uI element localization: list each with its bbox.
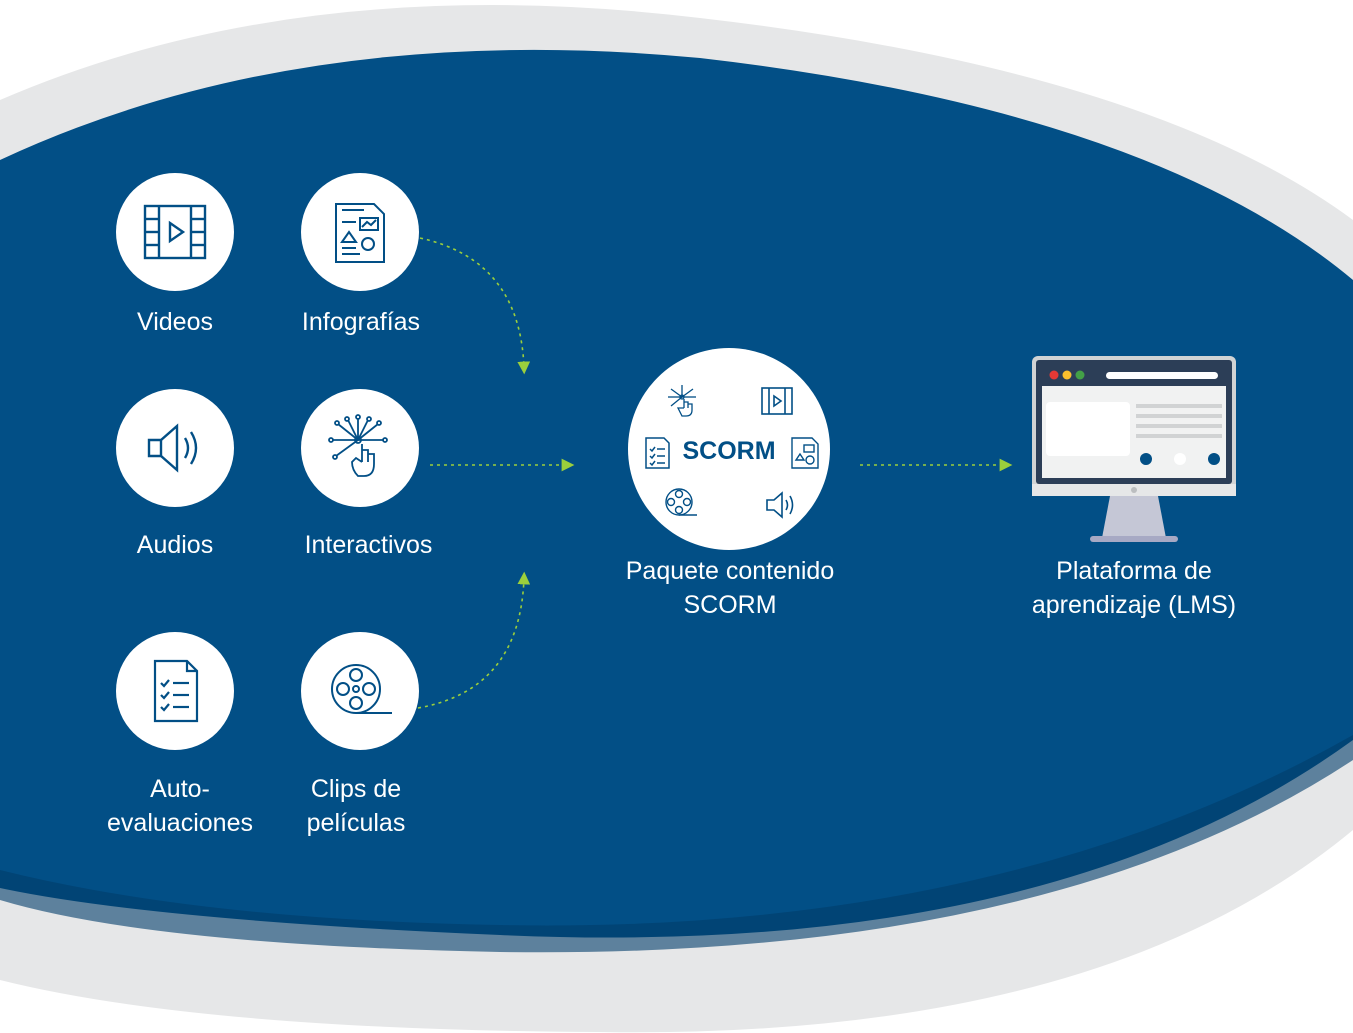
monitor-icon <box>1032 356 1236 542</box>
scorm-video-film-icon <box>761 387 793 415</box>
audios-node <box>116 389 234 507</box>
film-reel-icon <box>331 664 392 714</box>
label-autoevaluaciones: Auto- evaluaciones <box>96 772 264 840</box>
videos-node <box>116 173 234 291</box>
infographic-document-icon <box>335 203 385 263</box>
label-clips: Clips de películas <box>286 772 426 840</box>
autoevaluaciones-node <box>116 632 234 750</box>
label-audios: Audios <box>136 531 214 559</box>
scorm-speaker-icon <box>766 491 794 519</box>
label-scorm-package: Paquete contenido SCORM <box>596 554 864 622</box>
scorm-film-reel-icon <box>665 488 697 516</box>
label-interactivos: Interactivos <box>304 531 433 559</box>
scorm-infographic-document-icon <box>791 437 819 469</box>
clips-node <box>301 632 419 750</box>
label-lms-line1: Plataforma de <box>1056 557 1212 585</box>
checklist-icon <box>153 659 199 723</box>
label-scorm-package-line1: Paquete contenido <box>625 557 835 585</box>
speaker-icon <box>147 423 198 473</box>
scorm-package-node: SCORM <box>628 348 830 550</box>
scorm-title: SCORM <box>682 437 776 465</box>
scorm-touch-interactive-icon <box>668 385 696 417</box>
infografias-node <box>301 173 419 291</box>
interactivos-node <box>301 389 419 507</box>
label-autoevaluaciones-line1: Auto- <box>150 775 210 803</box>
arrow-infografias-to-scorm <box>419 237 531 375</box>
label-videos: Videos <box>137 308 213 336</box>
label-clips-line1: Clips de <box>310 775 402 803</box>
label-scorm-package-line2: SCORM <box>683 591 777 619</box>
touch-interactive-icon <box>328 414 388 477</box>
label-lms: Plataforma de aprendizaje (LMS) <box>1004 554 1264 622</box>
scorm-checklist-icon <box>645 437 670 469</box>
label-lms-line2: aprendizaje (LMS) <box>1031 591 1237 619</box>
label-autoevaluaciones-line2: evaluaciones <box>107 809 253 837</box>
label-infografias: Infografías <box>301 308 421 336</box>
video-film-icon <box>143 204 207 260</box>
label-clips-line2: películas <box>306 809 406 837</box>
